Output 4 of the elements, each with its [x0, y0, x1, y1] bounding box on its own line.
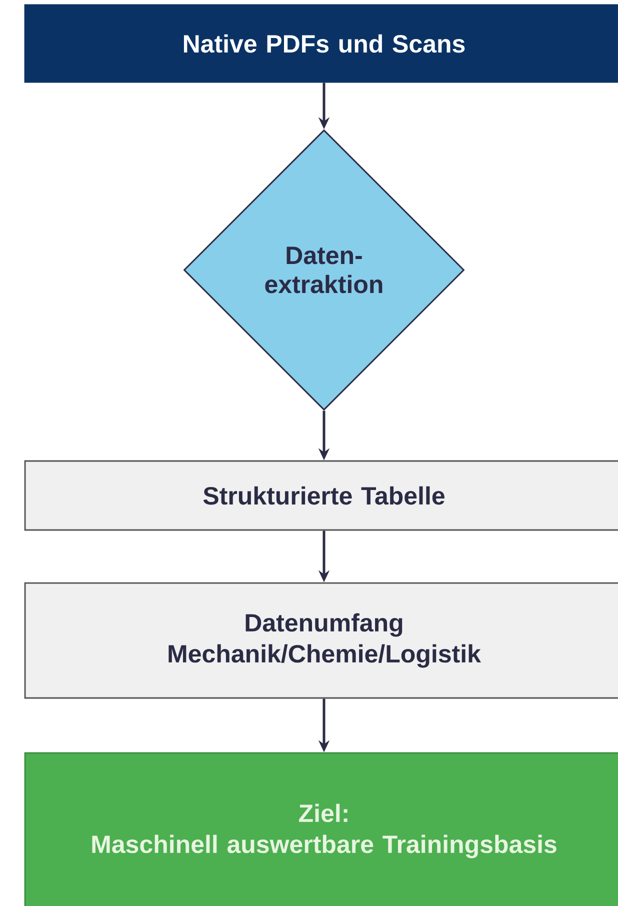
- process-box: Datenumfang Mechanik/Chemie/Logistik: [24, 582, 618, 699]
- process-box: Native PDFs und Scans: [24, 4, 618, 83]
- process-box: Strukturierte Tabelle: [24, 460, 618, 531]
- goal-box: Ziel: Maschinell auswertbare Trainingsbasis: [24, 752, 618, 906]
